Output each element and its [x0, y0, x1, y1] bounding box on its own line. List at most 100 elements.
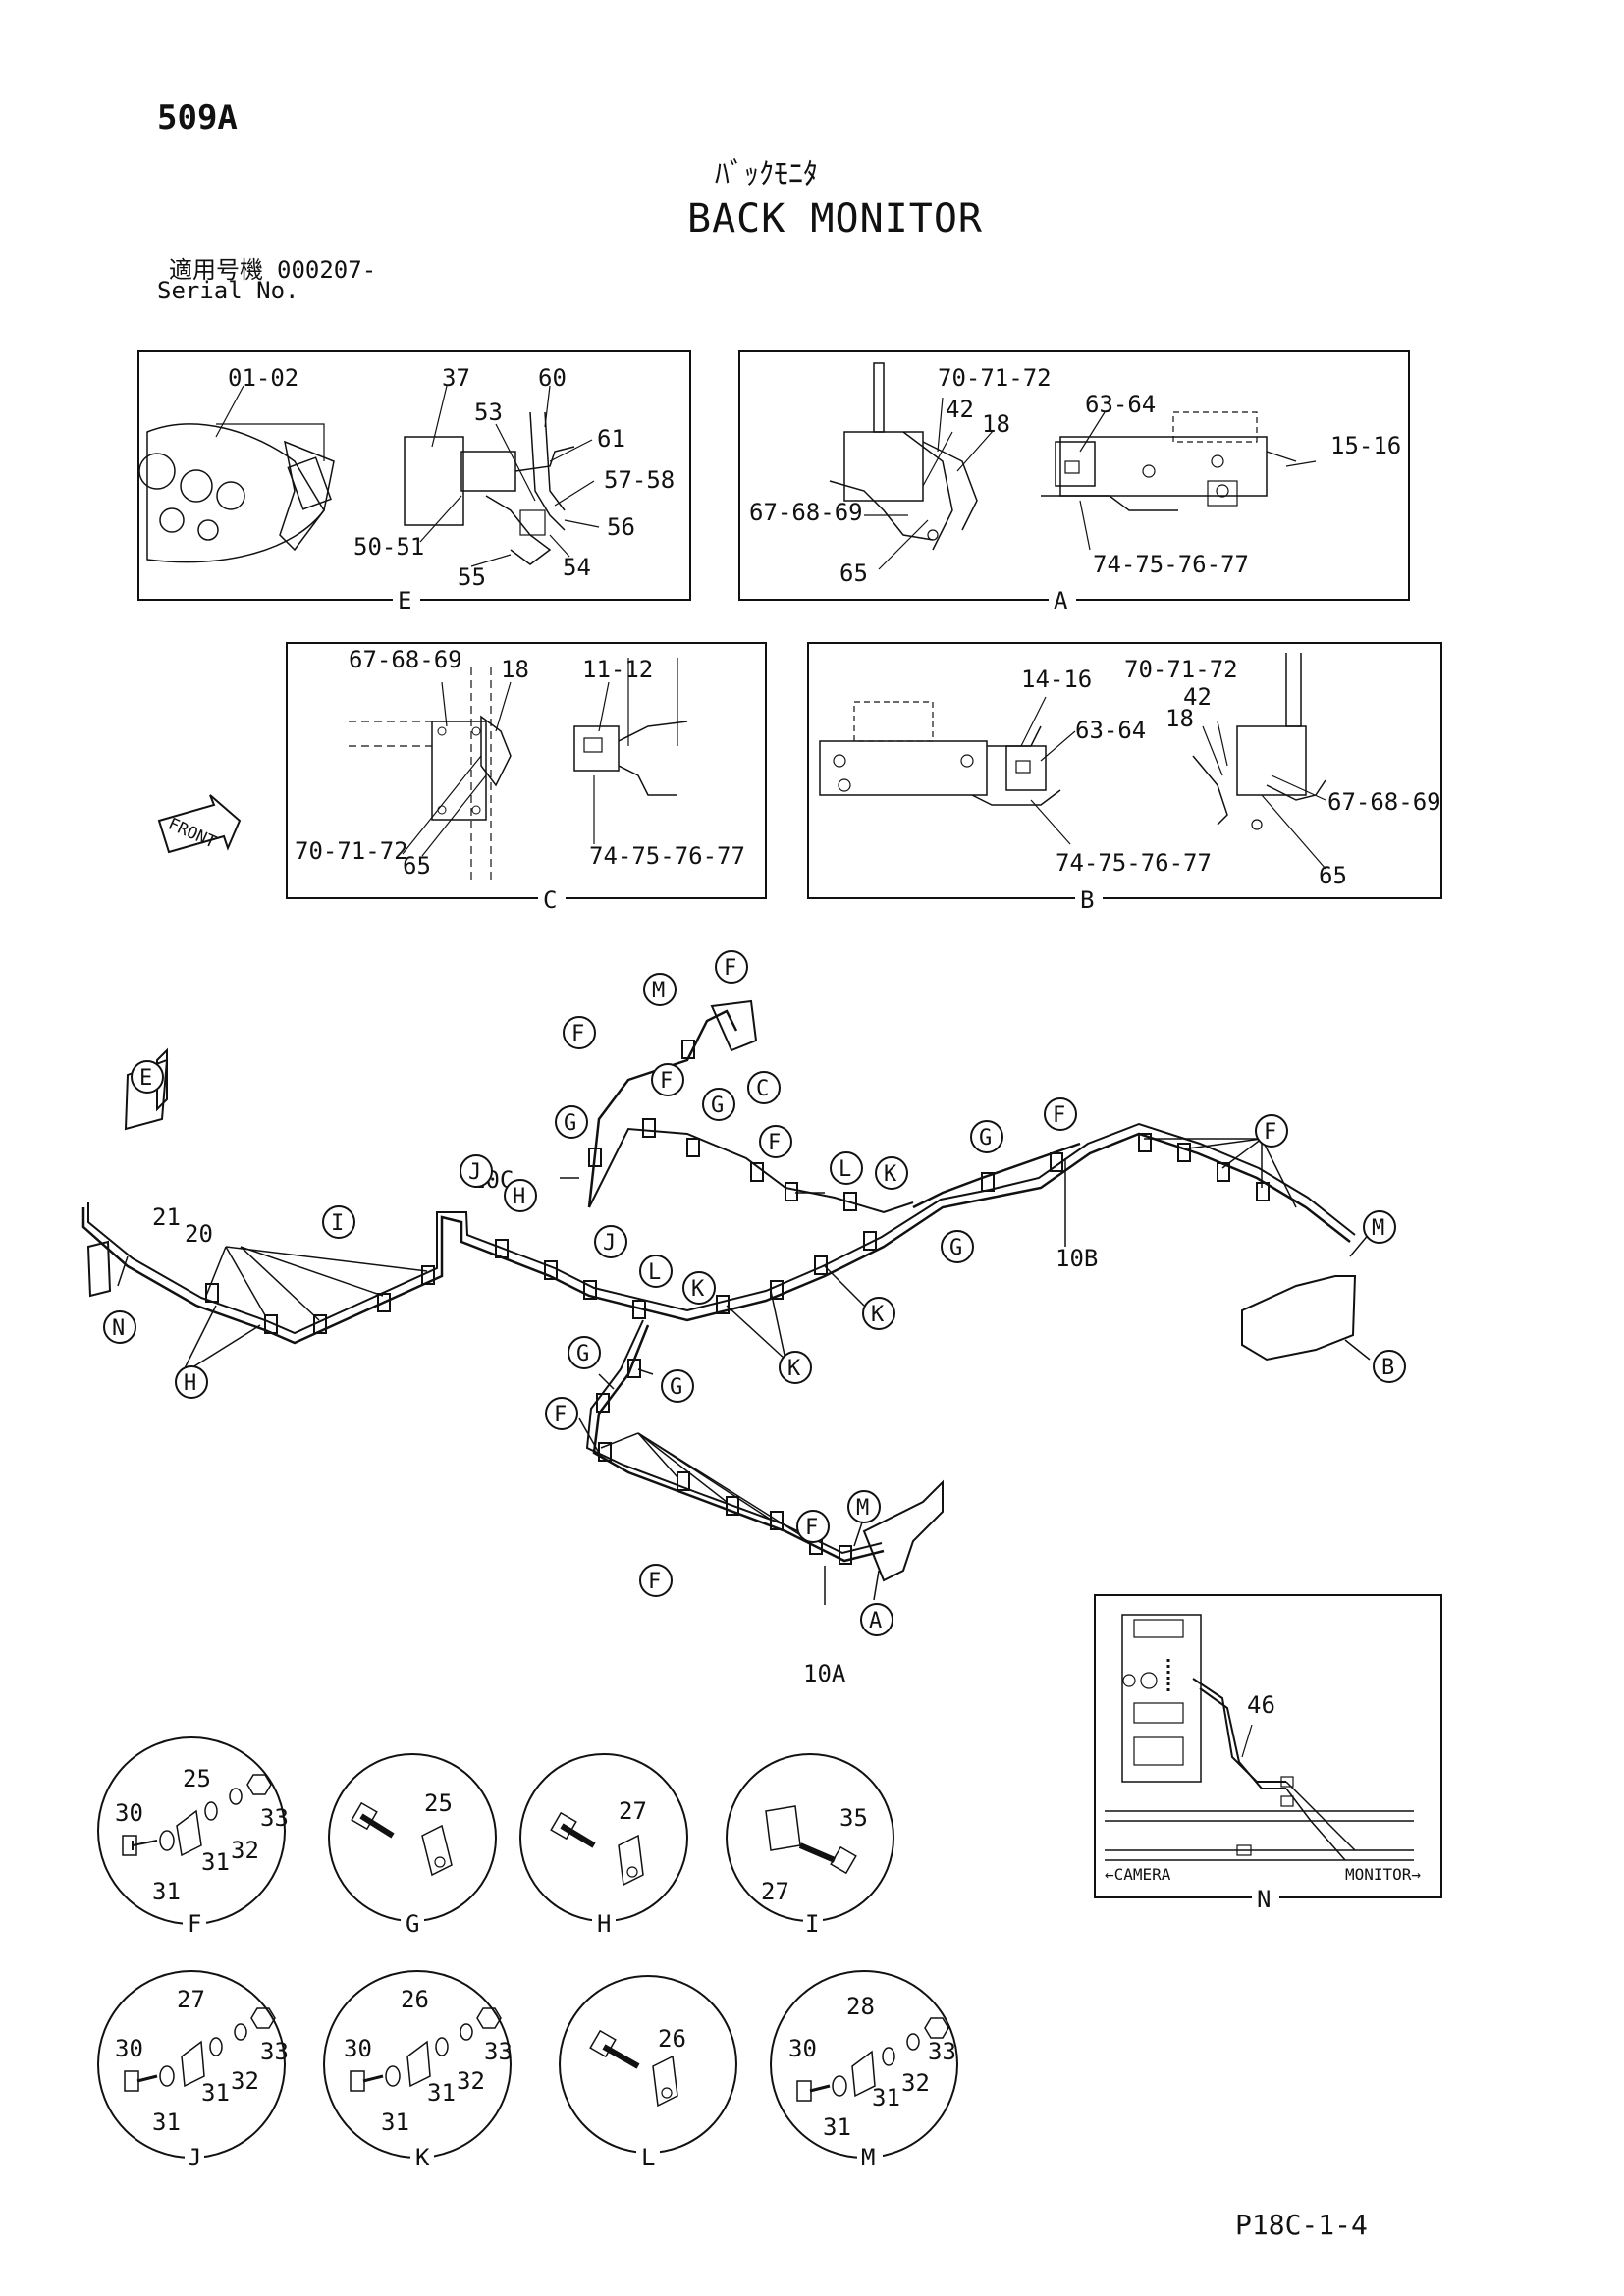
e-part-50-51: 50-51 [353, 533, 424, 561]
svg-text:L: L [648, 1260, 661, 1285]
svg-text:I: I [331, 1211, 344, 1236]
detail-n-panel [1094, 1594, 1442, 1898]
fastener-l-label: L [641, 2144, 655, 2171]
harness-label-10b: 10B [1056, 1245, 1098, 1272]
i-part-35: 35 [839, 1804, 868, 1832]
serial-label-english: Serial No. [157, 277, 299, 304]
b-part-14-16: 14-16 [1021, 666, 1092, 693]
callout-m: M [643, 973, 677, 1006]
svg-text:F: F [660, 1069, 673, 1094]
j-part-27: 27 [177, 1986, 205, 2013]
m-part-32: 32 [901, 2069, 930, 2097]
svg-text:M: M [856, 1496, 869, 1521]
svg-text:F: F [571, 1022, 584, 1046]
harness-label-10a: 10A [803, 1660, 846, 1687]
a-part-63-64: 63-64 [1085, 391, 1156, 418]
callout-f2: F [563, 1016, 596, 1049]
harness-label-21: 21 [152, 1203, 181, 1231]
callout-f6: F [1255, 1114, 1288, 1148]
f-part-31b: 31 [152, 1878, 181, 1905]
fastener-j-label: J [188, 2144, 201, 2171]
callout-g2: G [555, 1105, 588, 1139]
j-part-30: 30 [115, 2035, 143, 2062]
k-part-31: 31 [427, 2079, 456, 2107]
e-part-01-02: 01-02 [228, 364, 298, 392]
svg-text:K: K [871, 1303, 885, 1327]
e-part-60: 60 [538, 364, 567, 392]
callout-m3: M [847, 1490, 881, 1523]
b-part-63-64: 63-64 [1075, 717, 1146, 744]
detail-c-panel [286, 642, 767, 899]
svg-text:M: M [652, 979, 665, 1003]
j-part-31b: 31 [152, 2109, 181, 2136]
harness-label-20: 20 [185, 1220, 213, 1248]
page-title: BACK MONITOR [687, 196, 983, 241]
callout-l2: L [639, 1255, 673, 1288]
svg-text:F: F [724, 956, 736, 981]
svg-text:F: F [805, 1516, 818, 1540]
b-part-42: 42 [1183, 683, 1212, 711]
callout-f4: F [759, 1125, 792, 1158]
callout-f: F [715, 950, 748, 984]
callout-f8: F [639, 1564, 673, 1597]
callout-g5: G [568, 1336, 601, 1369]
k-part-31b: 31 [381, 2109, 409, 2136]
f-part-31: 31 [201, 1848, 230, 1876]
h-part-27: 27 [619, 1797, 647, 1825]
svg-text:L: L [839, 1157, 851, 1182]
f-part-32: 32 [231, 1837, 259, 1864]
callout-k2: K [682, 1271, 716, 1305]
c-part-70-71-72: 70-71-72 [295, 837, 408, 865]
b-part-74-75-76-77: 74-75-76-77 [1056, 849, 1212, 877]
svg-text:G: G [949, 1236, 962, 1260]
callout-f7: F [545, 1397, 578, 1430]
svg-text:H: H [513, 1185, 525, 1209]
page-number: P18C-1-4 [1235, 2209, 1368, 2241]
svg-text:J: J [468, 1160, 481, 1185]
detail-c-label: C [543, 886, 557, 914]
k-part-33: 33 [484, 2038, 513, 2065]
svg-text:C: C [756, 1077, 769, 1101]
svg-text:G: G [711, 1094, 724, 1118]
svg-text:K: K [691, 1277, 705, 1302]
title-japanese: ﾊﾞｯｸﾓﾆﾀ [715, 157, 818, 191]
b-part-18: 18 [1165, 705, 1194, 732]
fastener-f-label: F [188, 1910, 201, 1938]
m-part-28: 28 [846, 1993, 875, 2020]
svg-text:F: F [554, 1403, 567, 1427]
svg-text:J: J [603, 1231, 616, 1255]
svg-text:G: G [576, 1342, 589, 1366]
l-part-26: 26 [658, 2025, 686, 2053]
detail-e-label: E [398, 587, 411, 614]
callout-l: L [830, 1151, 863, 1185]
callout-g: G [702, 1088, 735, 1121]
fastener-k-label: K [415, 2144, 430, 2171]
n-part-46: 46 [1247, 1691, 1275, 1719]
callout-i: I [322, 1205, 355, 1239]
detail-a-label: A [1054, 587, 1068, 614]
harness-drawing [81, 999, 1376, 1605]
n-camera-caption: ←CAMERA [1105, 1865, 1171, 1884]
svg-text:H: H [184, 1371, 196, 1396]
callout-b: B [1373, 1350, 1406, 1383]
callout-j: J [460, 1154, 493, 1188]
svg-text:B: B [1381, 1356, 1394, 1380]
f-part-33: 33 [260, 1804, 289, 1832]
callout-h: H [175, 1365, 208, 1399]
fastener-h [519, 1753, 688, 1922]
callouts: E N H I J H M F F C F G G F L K J L K K … [103, 950, 1406, 1636]
k-part-26: 26 [401, 1986, 429, 2013]
e-part-56: 56 [607, 513, 635, 541]
svg-text:K: K [884, 1162, 897, 1187]
serial-label-jp-text: 適用号機 [169, 256, 263, 284]
callout-g6: G [661, 1369, 694, 1403]
m-part-31b: 31 [823, 2113, 851, 2141]
svg-text:G: G [979, 1126, 992, 1150]
page-code: 509A [157, 98, 238, 137]
j-part-31: 31 [201, 2079, 230, 2107]
callout-h2: H [504, 1179, 537, 1212]
c-part-74-75-76-77: 74-75-76-77 [589, 842, 745, 870]
svg-text:F: F [648, 1570, 661, 1594]
e-part-57-58: 57-58 [604, 466, 675, 494]
